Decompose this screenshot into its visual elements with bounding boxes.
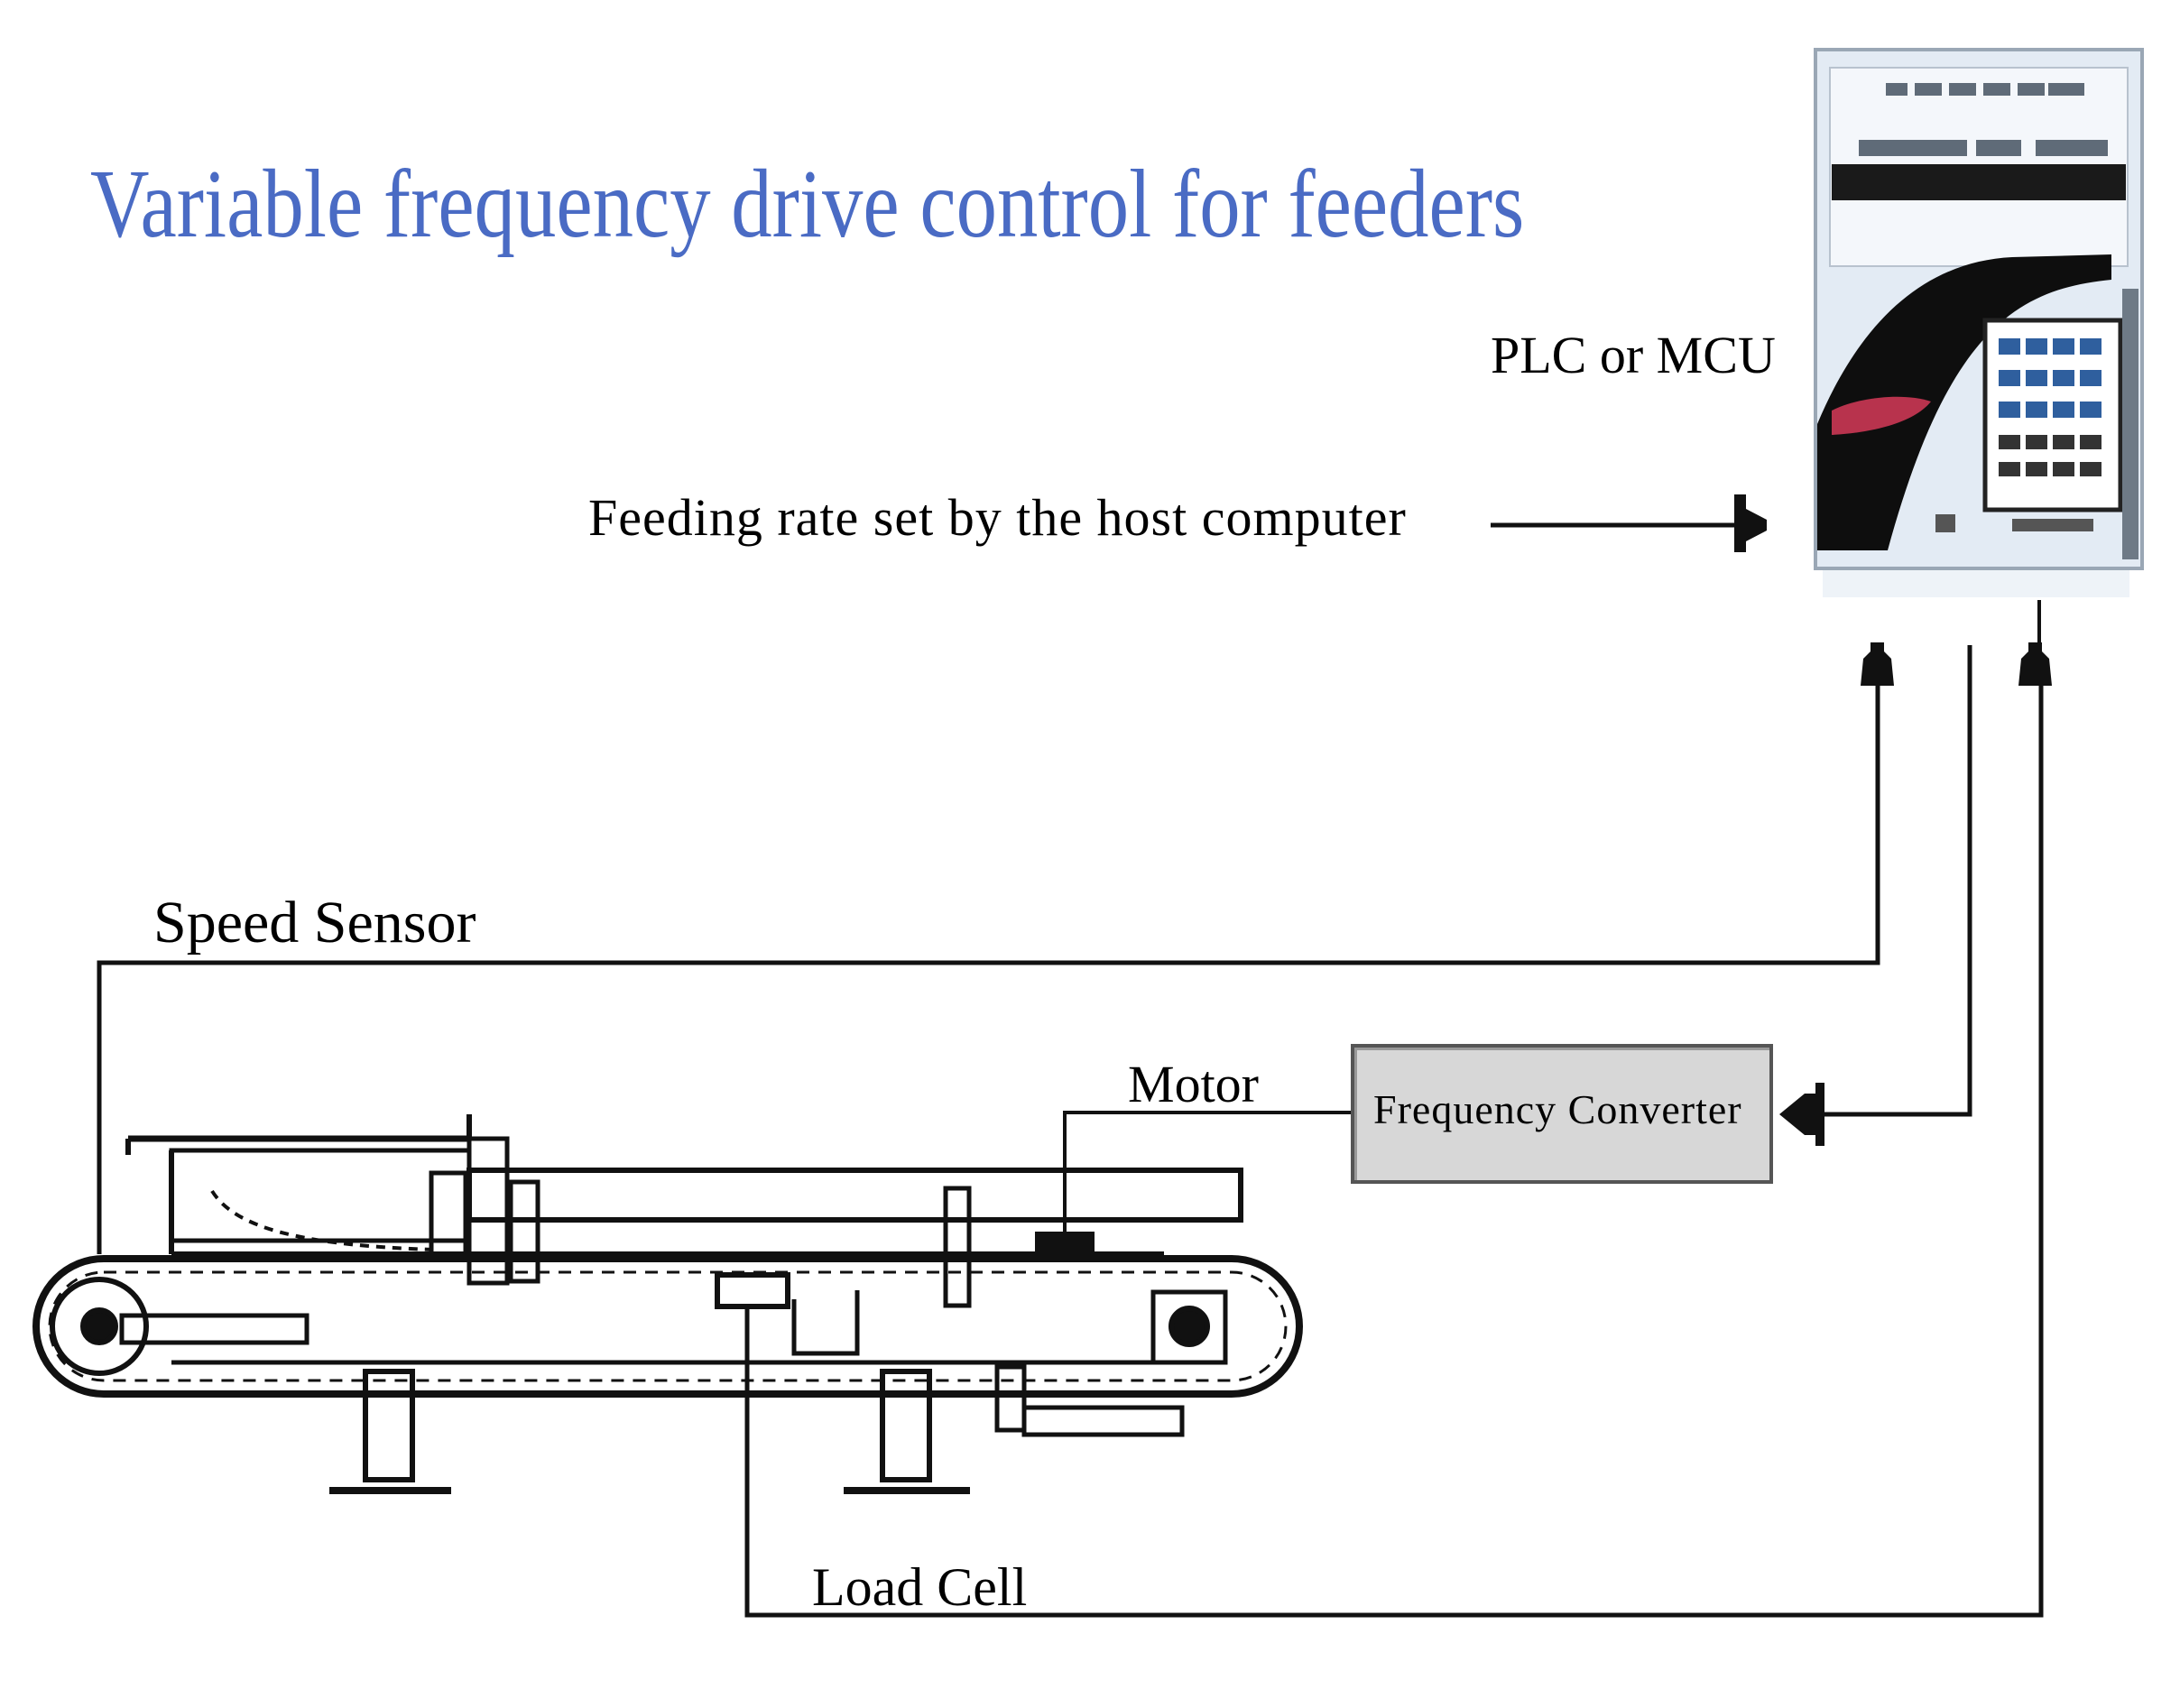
plc-bottom-shadow — [1823, 570, 2129, 597]
plc-display-strip — [1832, 164, 2126, 200]
plc-curved-face — [1817, 254, 2111, 550]
motor-wire — [1063, 1111, 1351, 1236]
feeding-rate-arrow — [1491, 494, 1767, 552]
motor-label: Motor — [1128, 1055, 1259, 1113]
speed-sensor-wire — [97, 686, 1880, 1254]
plc-label: PLC or MCU — [1491, 326, 1776, 384]
plc-device — [1814, 48, 2144, 597]
plc-bottom-terminals — [1935, 514, 2093, 532]
diagram-title: Variable frequency drive control for fee… — [90, 151, 1525, 258]
converter-control-wire — [1821, 645, 1972, 1117]
frequency-converter-label: Frequency Converter — [1373, 1086, 1742, 1132]
converter-input-connector — [1779, 1083, 1824, 1146]
plc-right-rail — [2122, 289, 2138, 559]
plc-keypad-keys-lower — [1999, 435, 2101, 476]
frequency-converter-box — [1351, 1044, 1773, 1184]
plc-indicator-row — [1859, 83, 2108, 156]
speed-sensor-label: Speed Sensor — [153, 890, 476, 956]
feeding-rate-label: Feeding rate set by the host computer — [588, 488, 1407, 547]
belt-feeder — [32, 1114, 1303, 1494]
plc-keypad-keys — [1999, 338, 2101, 418]
load-cell-wire — [744, 686, 2044, 1618]
load-cell-label: Load Cell — [812, 1557, 1028, 1617]
signal-wires — [97, 645, 2044, 1618]
plc-red-accent — [1832, 396, 1931, 435]
plc-input-connectors — [1861, 600, 2052, 686]
